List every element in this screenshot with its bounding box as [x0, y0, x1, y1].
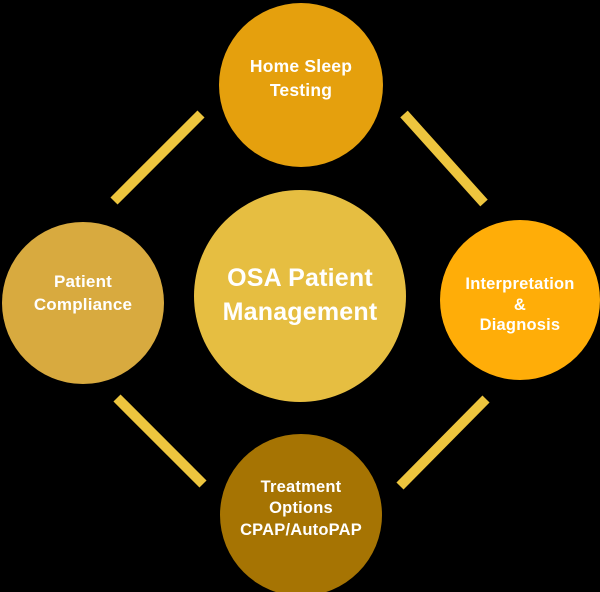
connector-bottom-right [396, 395, 490, 490]
node-label-line: Patient [53, 271, 113, 291]
node-label: Interpretation & Diagnosis [465, 274, 574, 336]
connector-top-right [400, 110, 488, 207]
center-node-label: OSA Patient Management [223, 262, 378, 330]
connector-top-left [110, 110, 205, 205]
node-label-line: Treatment [260, 477, 342, 496]
node-label-line: Interpretation [465, 275, 575, 294]
node-label-line: Options [269, 499, 333, 518]
center-node-osa-patient-management: OSA Patient Management [194, 190, 406, 402]
node-label-line: & [513, 295, 527, 314]
node-patient-compliance: Patient Compliance [2, 222, 164, 384]
node-label-line: Home Sleep [249, 55, 353, 76]
node-label-line: Compliance [33, 295, 133, 314]
node-label: Patient Compliance [34, 270, 132, 317]
center-label-line: Management [222, 298, 378, 326]
node-interpretation-diagnosis: Interpretation & Diagnosis [440, 220, 600, 380]
node-label-line: Diagnosis [479, 316, 561, 335]
connector-bottom-left [113, 394, 207, 488]
node-home-sleep-testing: Home Sleep Testing [219, 3, 383, 167]
node-label: Home Sleep Testing [250, 54, 352, 102]
center-label-line: OSA Patient [227, 264, 373, 293]
node-label: Treatment Options CPAP/AutoPAP [240, 477, 362, 541]
node-treatment-options-cpap-autopap: Treatment Options CPAP/AutoPAP [220, 434, 382, 592]
node-label-line: Testing [269, 80, 333, 100]
node-label-line: CPAP/AutoPAP [240, 520, 362, 539]
